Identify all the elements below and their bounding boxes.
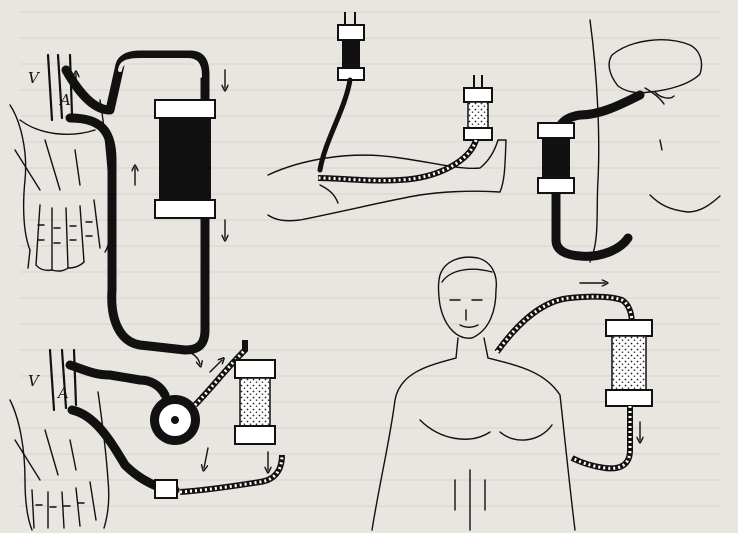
panel-hand-shunt-cartridge: V A: [10, 55, 225, 350]
hanging-cartridge-solid: [338, 12, 364, 80]
dialysis-cartridge-bottom-right: [606, 320, 652, 406]
label-vein-bottom-left: V: [28, 372, 41, 390]
panel-liver-perfusion: [538, 20, 720, 262]
dialysis-cartridge-top-right: [538, 123, 574, 193]
roller-pump: [150, 395, 200, 445]
label-vein-top-left: V: [28, 69, 41, 87]
bleed-through-text: [20, 12, 720, 506]
hanging-cartridge-dotted: [464, 75, 492, 140]
liver: [609, 40, 701, 104]
label-artery-bottom-left: A: [56, 384, 69, 402]
panel-hand-pump-circuit: V A: [10, 340, 282, 530]
return-tube: [572, 406, 630, 468]
forearm-vessels-top: [48, 55, 72, 120]
pump-junction-block: [155, 480, 177, 498]
label-artery-top-left: A: [58, 91, 71, 109]
dialysis-cartridge-top-left: [155, 100, 215, 218]
dialysis-cartridge-bottom-left: [235, 360, 275, 444]
hand-bottom-left: [10, 392, 109, 530]
leg-tube-dotted: [318, 140, 476, 181]
